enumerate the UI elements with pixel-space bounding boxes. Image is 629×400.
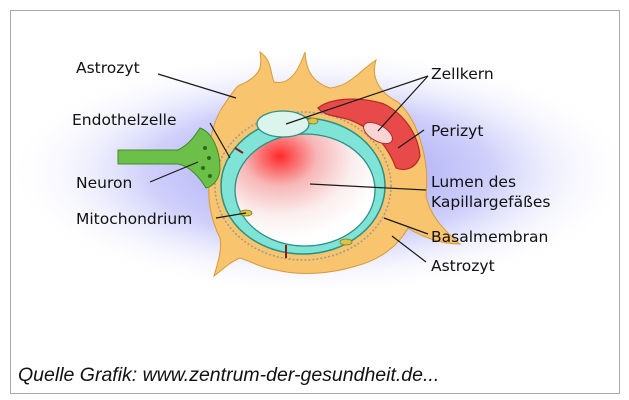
- source-caption: Quelle Grafik: www.zentrum-der-gesundhei…: [18, 364, 439, 387]
- label-lumen-line1: Lumen des: [431, 173, 516, 191]
- label-zellkern: Zellkern: [431, 65, 494, 83]
- synaptic-vesicle: [203, 146, 207, 150]
- capillary-lumen: [235, 134, 375, 246]
- mitochondrium: [340, 239, 352, 245]
- label-mitochondrium: Mitochondrium: [76, 210, 192, 228]
- synaptic-vesicle: [208, 174, 212, 178]
- label-lumen-line2: Kapillargefäßes: [431, 193, 550, 211]
- endothelial-nucleus: [257, 111, 309, 137]
- label-endothelzelle: Endothelzelle: [72, 111, 177, 129]
- mitochondrium: [308, 118, 318, 124]
- label-perizyt: Perizyt: [431, 122, 483, 140]
- synaptic-vesicle: [201, 166, 205, 170]
- synaptic-vesicle: [207, 156, 211, 160]
- label-basalmembran: Basalmembran: [431, 228, 548, 246]
- label-astrozyt-bottom: Astrozyt: [431, 257, 495, 275]
- label-astrozyt-top: Astrozyt: [76, 59, 140, 77]
- label-neuron: Neuron: [76, 174, 132, 192]
